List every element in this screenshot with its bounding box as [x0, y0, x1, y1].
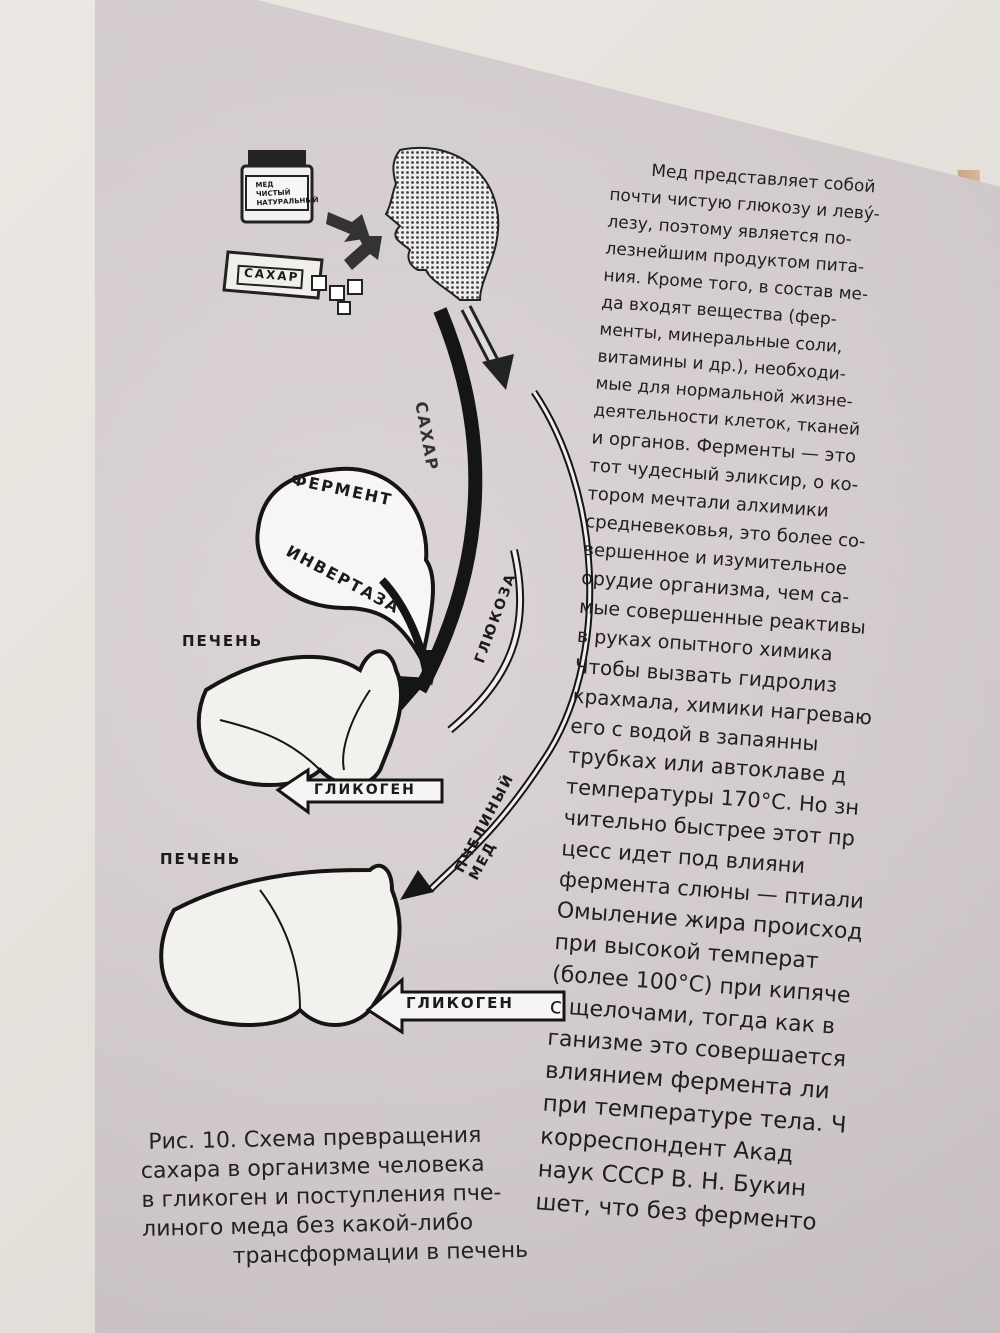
glycogen-top-label: ГЛИКОГЕН — [314, 782, 416, 798]
figure-drawing — [159, 147, 594, 1035]
liver-top-icon — [196, 649, 404, 787]
glucose-arrow-icon — [447, 549, 525, 734]
liver-bottom-label: ПЕЧЕНЬ — [160, 850, 242, 868]
glycogen-bottom-arrow-icon — [365, 976, 566, 1035]
bee-honey-arrow-icon — [400, 390, 594, 900]
body-text: Мед представляет собой почти чистую глюк… — [534, 160, 1000, 1253]
honey-jar-icon — [240, 150, 314, 224]
glycogen-top-arrow-icon — [275, 767, 444, 815]
intake-arrows-icon — [326, 212, 382, 270]
figure-10: МЕД ЧИСТЫЙ НАТУРАЛЬНЫЙ САХАР САХАР ФЕРМЕ… — [130, 130, 610, 1130]
liver-bottom-icon — [159, 863, 402, 1027]
glucose-outflow-arrow-icon — [460, 305, 514, 390]
enzyme-bubble-icon — [255, 466, 440, 686]
liver-top-label: ПЕЧЕНЬ — [182, 632, 264, 650]
glycogen-bottom-label: ГЛИКОГЕН — [406, 994, 514, 1012]
jar-label: МЕД ЧИСТЫЙ НАТУРАЛЬНЫЙ — [255, 180, 319, 208]
human-head-icon — [384, 147, 500, 301]
sugar-arrow-icon — [398, 307, 483, 710]
sugar-box-icon — [222, 250, 363, 315]
